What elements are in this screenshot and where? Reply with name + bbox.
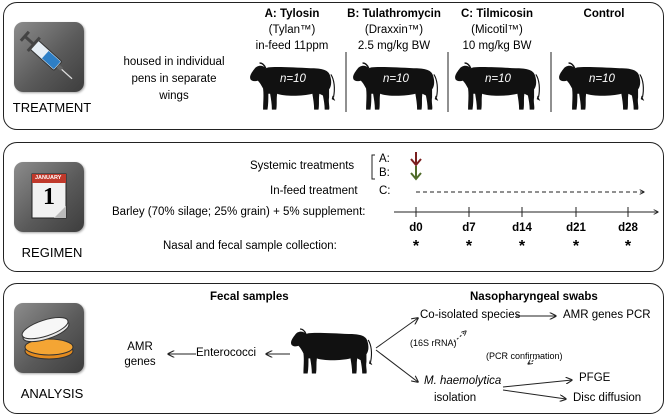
group-control-header: Control — [552, 6, 656, 22]
group-b-dose: 2.5 mg/kg BW — [357, 40, 431, 52]
calendar-day: 1 — [43, 184, 55, 210]
amr-line-1: AMR — [127, 341, 153, 353]
day-d28: d28 — [618, 222, 638, 234]
group-a-header: A: Tylosin (Tylan™) in-feed 11ppm — [240, 6, 344, 54]
pcr-confirmation-arrow — [528, 355, 541, 364]
arrow-to-coisolated — [375, 318, 418, 349]
isolation-label: isolation — [434, 392, 477, 404]
housing-line-1: housed in individual — [123, 56, 225, 68]
treatment-label: TREATMENT — [12, 100, 92, 115]
group-control-title: Control — [583, 8, 625, 20]
systemic-b: B: — [379, 167, 390, 179]
sample-star: * — [572, 238, 580, 255]
group-c-title: C: Tilmicosin — [461, 8, 533, 20]
group-a-dose: in-feed 11ppm — [255, 40, 329, 52]
cow-icon — [290, 328, 374, 375]
day-d7: d7 — [462, 222, 476, 234]
group-c-brand: (Micotil™) — [471, 24, 523, 36]
diet-label: Barley (70% silage; 25% grain) + 5% supp… — [112, 206, 366, 218]
analysis-label: ANALYSIS — [20, 386, 84, 401]
arrow-to-disc-diffusion — [502, 389, 566, 399]
group-c-dose: 10 mg/kg BW — [462, 40, 532, 52]
group-control-n: n=10 — [589, 73, 615, 85]
amr-pcr-label: AMR genes PCR — [563, 309, 651, 321]
amr-line-2: genes — [124, 356, 156, 368]
infeed-label: In-feed treatment — [270, 185, 358, 197]
day-d14: d14 — [512, 222, 532, 234]
arrow-to-mh — [375, 349, 418, 382]
sample-star: * — [412, 238, 420, 255]
housing-line-2: pens in separate — [131, 73, 217, 85]
group-a-n: n=10 — [280, 73, 306, 85]
infeed-c: C: — [379, 185, 391, 197]
naso-title: Nasopharyngeal swabs — [470, 291, 598, 303]
arrow-a-icon — [410, 152, 422, 167]
regimen-graphic — [371, 152, 669, 217]
housing-line-3: wings — [159, 90, 189, 102]
group-a-brand: (Tylan™) — [268, 24, 316, 36]
rrna-label: (16S rRNA) — [410, 338, 457, 348]
coisolated-label: Co-isolated species — [420, 309, 521, 321]
group-a-title: A: Tylosin — [264, 8, 320, 20]
mh-label: M. haemolytica — [424, 375, 502, 387]
rrna-arrow — [453, 331, 466, 343]
sampling-label: Nasal and fecal sample collection: — [163, 240, 337, 252]
fecal-title: Fecal samples — [210, 291, 289, 303]
regimen-panel — [3, 142, 664, 272]
amr-genes-label: AMR genes — [118, 340, 162, 370]
regimen-label: REGIMEN — [21, 245, 83, 260]
sample-star: * — [624, 238, 632, 255]
group-b-title: B: Tulathromycin — [347, 8, 441, 20]
group-b-n: n=10 — [383, 73, 409, 85]
housing-text: housed in individual pens in separate wi… — [112, 54, 236, 105]
pens-graphic — [249, 52, 645, 112]
day-d21: d21 — [566, 222, 586, 234]
systemic-a: A: — [379, 153, 390, 165]
pcr-confirmation-label: (PCR confirmation) — [486, 351, 563, 361]
enterococci-label: Enterococci — [196, 347, 257, 359]
sample-star: * — [465, 238, 473, 255]
syringe-icon — [14, 22, 84, 92]
calendar-icon: JANUARY 1 — [14, 162, 84, 232]
arrow-to-pfge — [502, 380, 572, 388]
group-b-brand: (Draxxin™) — [364, 24, 424, 36]
sample-star: * — [518, 238, 526, 255]
group-c-n: n=10 — [485, 73, 511, 85]
disc-diffusion-label: Disc diffusion — [573, 392, 642, 404]
arrow-b-icon — [410, 166, 422, 181]
calendar-month: JANUARY — [35, 175, 62, 181]
treatment-panel — [3, 2, 664, 130]
systemic-label: Systemic treatments — [250, 160, 355, 172]
group-c-header: C: Tilmicosin (Micotil™) 10 mg/kg BW — [444, 6, 550, 54]
petri-dish-icon — [14, 303, 84, 373]
day-d0: d0 — [409, 222, 423, 234]
group-b-header: B: Tulathromycin (Draxxin™) 2.5 mg/kg BW — [338, 6, 450, 54]
bracket — [371, 154, 375, 180]
pfge-label: PFGE — [579, 372, 611, 384]
